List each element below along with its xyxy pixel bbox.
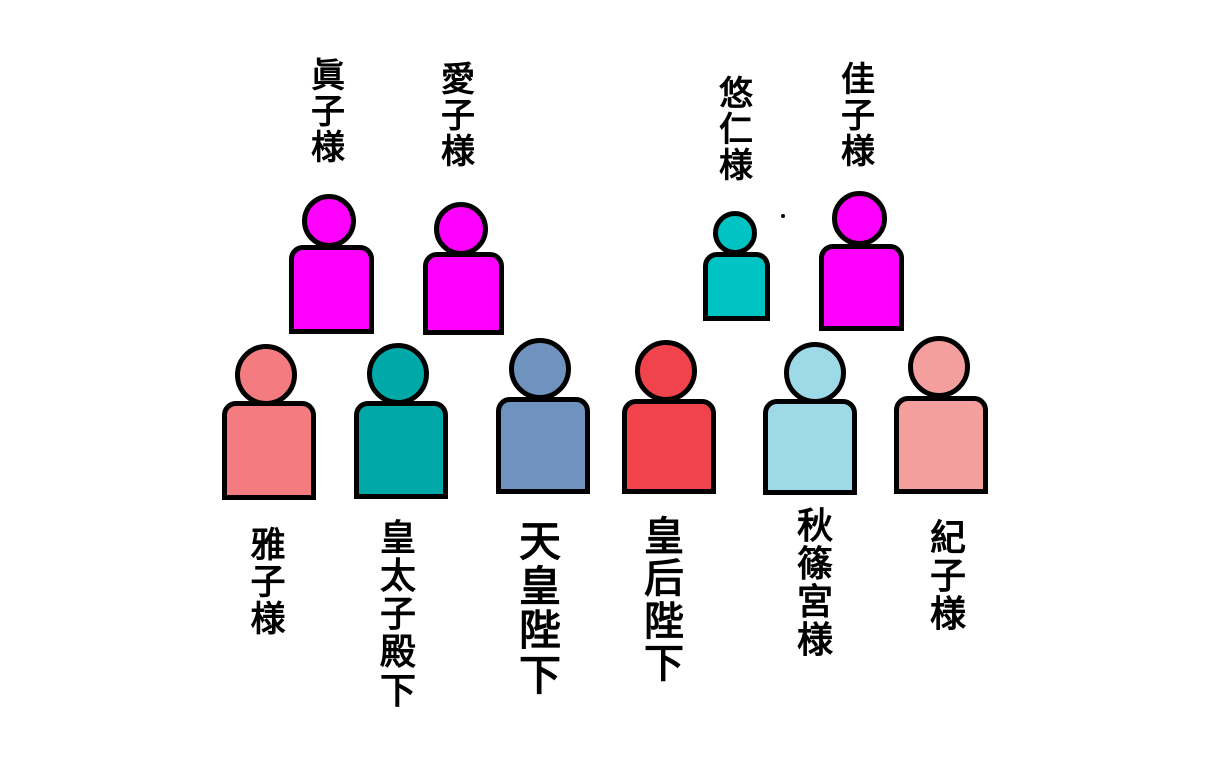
person-body-icon xyxy=(622,399,716,494)
person-head-icon xyxy=(434,202,488,256)
person-body-icon xyxy=(894,396,988,494)
person-body-icon xyxy=(763,399,857,495)
person-head-icon xyxy=(235,344,297,406)
person-head-icon xyxy=(713,211,757,255)
person-head-icon xyxy=(509,338,571,400)
person-body-icon xyxy=(819,244,904,331)
person-body-icon xyxy=(289,245,374,334)
person-label: 秋篠宮様 xyxy=(796,506,833,662)
person-body-icon xyxy=(496,397,590,494)
person-label: 眞子様 xyxy=(310,56,345,169)
person-label: 皇太子殿下 xyxy=(379,518,416,712)
person-head-icon xyxy=(784,342,846,404)
person-label: 佳子様 xyxy=(840,60,875,173)
person-body-icon xyxy=(703,252,770,321)
person-body-icon xyxy=(354,401,448,499)
person-label: 雅子様 xyxy=(250,526,286,641)
person-label: 皇后陛下 xyxy=(644,514,684,688)
person-head-icon xyxy=(832,191,887,246)
person-head-icon xyxy=(635,340,697,402)
person-head-icon xyxy=(302,194,356,248)
person-head-icon xyxy=(908,336,970,398)
person-label: 天皇陛下 xyxy=(518,517,562,700)
person-label: 悠仁様 xyxy=(718,74,753,187)
person-body-icon xyxy=(423,252,504,335)
person-body-icon xyxy=(222,401,316,500)
stray-dot xyxy=(781,214,785,218)
person-head-icon xyxy=(367,343,429,405)
person-label: 紀子様 xyxy=(929,518,966,636)
person-label: 愛子様 xyxy=(440,60,475,173)
